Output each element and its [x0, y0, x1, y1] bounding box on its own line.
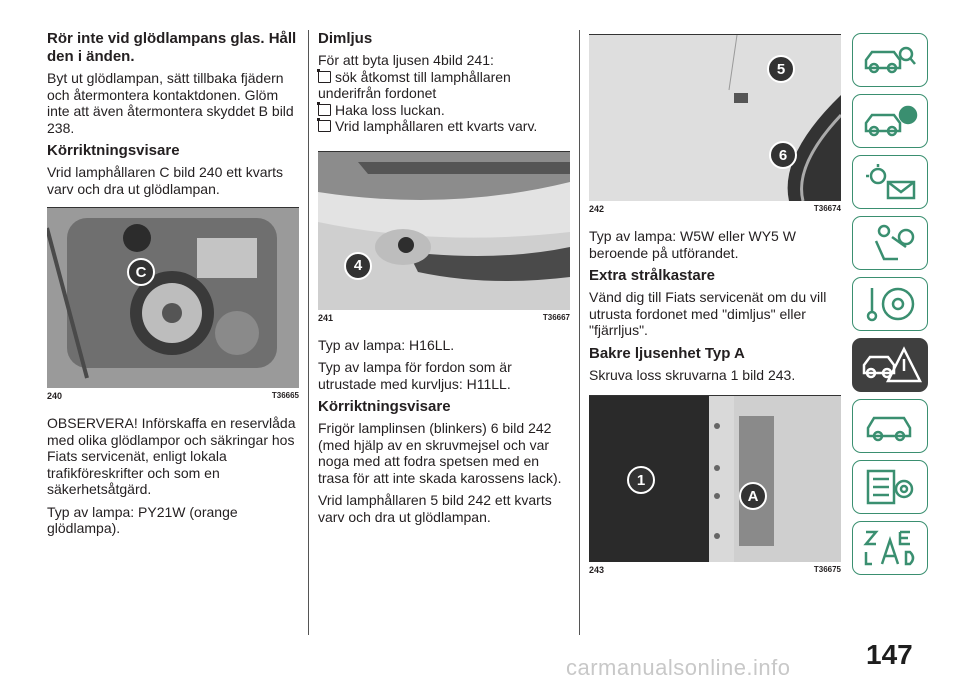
column-3: 5 6 242 T36674 Typ av lampa: W5W eller W… [589, 34, 841, 579]
list-item: Haka loss luckan. [317, 101, 570, 119]
figure-240: C 240 T36665 [47, 207, 299, 401]
heading: Körriktningsvisare [318, 398, 451, 415]
list-item: sök åtkomst till lamphållaren [317, 68, 570, 86]
figure-caption: 243 T36675 [589, 565, 841, 575]
tab-car-info[interactable] [852, 94, 928, 148]
figure-caption: 240 T36665 [47, 391, 299, 401]
steering-key-icon [866, 287, 915, 322]
bullet-icon [317, 68, 331, 83]
column-divider [308, 30, 309, 635]
car-info-icon [864, 105, 918, 137]
column-divider [579, 30, 580, 635]
side-indicator-photo: 5 6 [589, 35, 841, 201]
figure-caption: 241 T36667 [318, 313, 570, 323]
tab-breakdown-warning[interactable] [852, 338, 928, 392]
paragraph: Typ av lampa: W5W eller WY5 W beroende p… [589, 228, 796, 261]
figure-242: 5 6 242 T36674 [589, 34, 841, 214]
figure-number: 241 [318, 312, 334, 323]
callout-label: 5 [767, 55, 795, 83]
fog-light-photo: 4 [318, 151, 570, 310]
heading: Extra strålkastare [589, 267, 715, 284]
paragraph: Typ av lampa: PY21W (orange glödlampa). [47, 503, 238, 537]
callout-label: 6 [769, 141, 797, 169]
callout-label: 1 [627, 466, 655, 494]
figure-code: T36665 [271, 391, 299, 400]
dashboard-lights-icon [866, 164, 916, 200]
heading: Dimljus [318, 30, 373, 47]
airbag-seat-icon [874, 224, 915, 261]
column-1: Rör inte vid glödlampans glas. Håll den … [47, 30, 299, 543]
callout-label: 4 [344, 251, 372, 280]
figure-code: T36675 [813, 565, 841, 574]
list-item-continuation: underifrån fordonet [318, 85, 437, 101]
tab-steering-key[interactable] [852, 277, 928, 331]
callout-label: C [127, 258, 155, 286]
figure-number: 240 [47, 391, 63, 401]
bullet-icon [317, 118, 331, 132]
chapter-tabs [852, 33, 928, 582]
figure-number: 243 [589, 565, 605, 575]
alphabetical-index-icon [863, 530, 915, 566]
tab-settings-list[interactable] [852, 460, 928, 514]
figure-code: T36667 [542, 312, 570, 322]
tab-dashboard-lights[interactable] [852, 155, 928, 209]
heading: Bakre ljusenhet Typ A [589, 344, 745, 362]
heading: Rör inte vid glödlampans glas. Håll den … [47, 30, 297, 65]
settings-list-icon [866, 469, 914, 505]
figure-241: 4 241 T36667 [318, 150, 570, 323]
page-number: 147 [866, 639, 913, 670]
tab-car-service[interactable] [852, 399, 928, 453]
tab-alphabetical-index[interactable] [852, 521, 928, 575]
tab-car-search[interactable] [852, 33, 928, 87]
paragraph: För att byta ljusen 4bild 241: [318, 52, 494, 68]
figure-number: 242 [589, 204, 605, 214]
figure-243: 1 A 243 T36675 [589, 395, 841, 575]
paragraph: Frigör lamplinsen (blinkers) 6 bild 242 … [318, 420, 562, 486]
paragraph: OBSERVERA! Införskaffa en reservlåda med… [47, 415, 296, 497]
car-service-icon [866, 416, 912, 442]
car-search-icon [864, 46, 916, 74]
headlamp-photo: C [47, 208, 299, 388]
breakdown-warning-icon [862, 346, 922, 383]
rear-light-photo: 1 A [589, 396, 841, 562]
paragraph: Vrid lamphållaren C bild 240 ett kvarts … [47, 164, 284, 197]
figure-caption: 242 T36674 [589, 204, 841, 214]
column-2: Dimljus För att byta ljusen 4bild 241: s… [317, 30, 570, 531]
paragraph: Vänd dig till Fiats servicenät om du vil… [589, 289, 827, 338]
list-item: Vrid lamphållaren ett kvarts varv. [317, 118, 570, 135]
bullet-icon [317, 101, 331, 116]
watermark: carmanualsonline.info [566, 655, 791, 680]
paragraph: Byt ut glödlampan, sätt tillbaka fjädern… [47, 70, 294, 136]
paragraph: Skruva loss skruvarna 1 bild 243. [589, 366, 796, 383]
paragraph: Vrid lamphållaren 5 bild 242 ett kvarts … [318, 492, 552, 525]
callout-label: A [739, 482, 767, 510]
tab-airbag-seat[interactable] [852, 216, 928, 270]
figure-code: T36674 [813, 204, 841, 213]
heading: Körriktningsvisare [47, 142, 180, 159]
paragraph: Typ av lampa: H16LL. [318, 336, 455, 353]
paragraph: Typ av lampa för fordon som är utrustade… [318, 359, 512, 392]
